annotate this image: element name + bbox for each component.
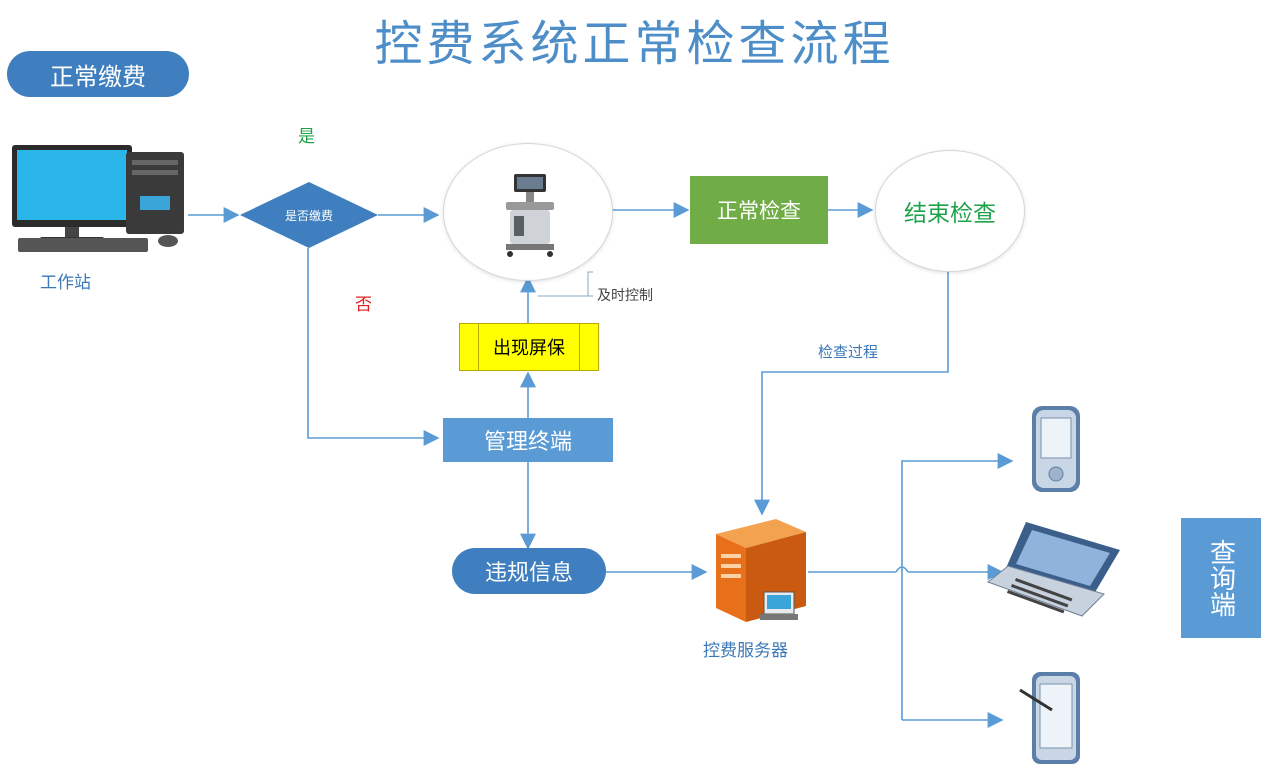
- ultrasound-machine-node: [443, 143, 613, 281]
- screensaver-divider-right: [579, 324, 580, 370]
- workstation-label: 工作站: [40, 273, 91, 293]
- violation-info-pill: 违规信息: [452, 548, 606, 594]
- screensaver-text: 出现屏保: [493, 338, 565, 359]
- screensaver-box: 出现屏保: [459, 323, 599, 371]
- yes-label: 是: [298, 127, 315, 147]
- end-check-circle: 结束检查: [875, 150, 1025, 272]
- normal-payment-badge: 正常缴费: [7, 51, 189, 97]
- server-icon: [706, 514, 810, 626]
- desktop-computer-icon: [10, 140, 190, 260]
- screensaver-divider-left: [478, 324, 479, 370]
- server-label: 控费服务器: [703, 641, 788, 661]
- normal-check-box: 正常检查: [690, 176, 828, 244]
- query-end-box: 查询端: [1181, 518, 1261, 638]
- tablet-pen-icon: [1018, 668, 1088, 768]
- payment-decision-diamond: 是否缴费: [240, 182, 378, 248]
- timely-control-label: 及时控制: [597, 288, 653, 304]
- page-title: 控费系统正常检查流程: [374, 16, 895, 72]
- check-process-label: 检查过程: [818, 343, 879, 361]
- pda-icon: [1028, 404, 1088, 496]
- ultrasound-machine-icon: [506, 174, 554, 257]
- laptop-icon: [986, 520, 1122, 630]
- no-label: 否: [355, 295, 372, 315]
- decision-text: 是否缴费: [284, 208, 333, 223]
- management-terminal-box: 管理终端: [443, 418, 613, 462]
